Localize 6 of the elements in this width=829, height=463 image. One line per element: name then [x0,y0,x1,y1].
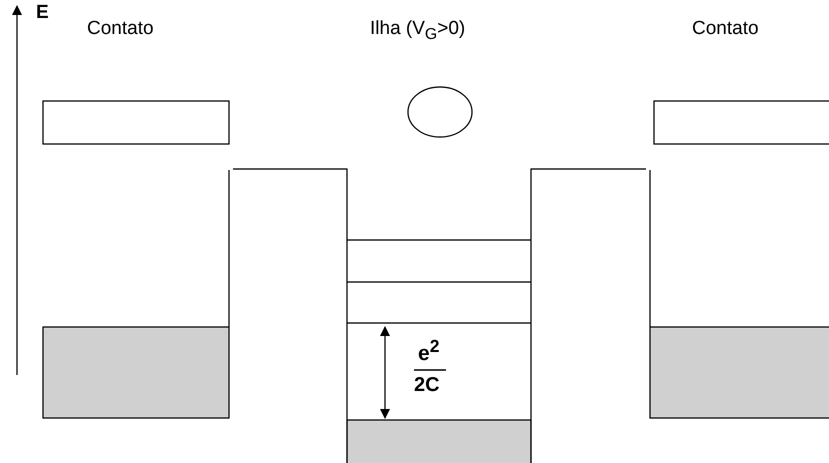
axis-label: E [36,2,49,24]
fraction-denominator: 2C [414,374,440,397]
region-label: Contato [692,18,759,40]
region-label: Contato [87,18,154,40]
region-label: Ilha (V$_{G}$>0) [370,18,466,44]
fraction-numerator: e$^{2}$ [418,336,440,366]
